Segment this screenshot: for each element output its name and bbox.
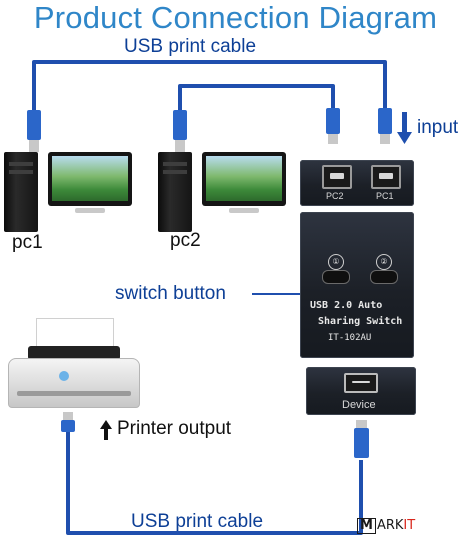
led-1-icon: ①: [328, 254, 344, 270]
watermark-letter-m: M: [357, 518, 376, 534]
printer-body: [8, 358, 140, 408]
printer-top-panel: [28, 346, 120, 360]
top-cable-label: USB print cable: [124, 36, 257, 57]
input-label: input: [417, 117, 459, 138]
switch-input-panel: PC2 PC1: [300, 160, 414, 206]
usb-connector-pc1: [27, 110, 41, 152]
usb-connector-device: [354, 420, 369, 458]
pc1-label: pc1: [12, 232, 43, 253]
usb-connector-pc2: [173, 110, 187, 152]
switch-line-2: Sharing Switch: [318, 316, 403, 327]
printer-output-arrow-icon: [100, 420, 112, 440]
pc2-tower: [158, 152, 192, 232]
led-2-icon: ②: [376, 254, 392, 270]
usb-connector-printer: [61, 412, 75, 432]
pc1-monitor-stand: [75, 208, 105, 213]
printer-output-tray: [17, 391, 131, 396]
usb-connector-switch-pc1: [378, 108, 392, 144]
switch-model: IT-102AU: [328, 333, 372, 343]
switch-line-1: USB 2.0 Auto: [310, 300, 383, 311]
pc2-monitor-stand: [229, 208, 259, 213]
switch-button-1[interactable]: [322, 270, 350, 284]
usb-connector-switch-pc2: [326, 108, 340, 144]
input-arrow-icon: [397, 112, 412, 144]
switch-button-2[interactable]: [370, 270, 398, 284]
switch-device-panel: Device: [306, 367, 416, 415]
pc2-label: pc2: [170, 230, 201, 251]
bottom-cable-label: USB print cable: [131, 511, 264, 532]
device-port: [344, 373, 378, 393]
device-port-label: Device: [342, 399, 376, 411]
pc2-monitor-screen: [206, 156, 282, 201]
pc1-monitor-screen: [52, 156, 128, 201]
printer: [8, 318, 140, 414]
port-pc1: [371, 165, 401, 189]
bottom-usb-cable: [66, 430, 363, 535]
switch-button-label: switch button: [115, 283, 226, 304]
port-pc2: [322, 165, 352, 189]
pc1-monitor: [48, 152, 132, 206]
diagram-title: Product Connection Diagram: [33, 0, 438, 35]
port-pc2-label: PC2: [326, 191, 344, 201]
watermark-text: ARK: [376, 518, 404, 533]
top-usb-cable: [32, 60, 387, 152]
printer-output-label: Printer output: [117, 418, 232, 439]
pc1-tower: [4, 152, 38, 232]
printer-led-icon: [59, 371, 69, 381]
watermark-suffix: IT: [403, 518, 416, 533]
pc2-usb-cable: [178, 84, 335, 152]
port-pc1-label: PC1: [376, 191, 394, 201]
switch-main-body: ① ② USB 2.0 Auto Sharing Switch IT-102AU: [300, 212, 414, 358]
pc2-monitor: [202, 152, 286, 206]
